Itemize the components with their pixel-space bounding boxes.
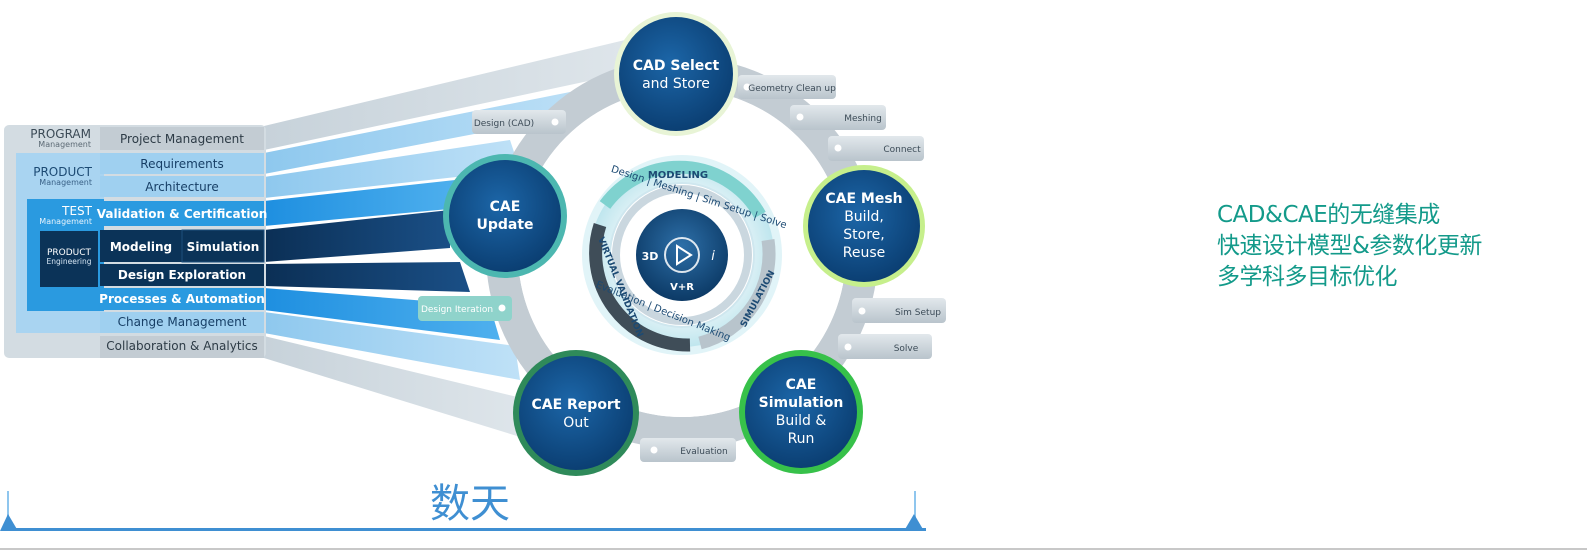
node-cae-mesh: CAE Mesh Build, Store, Reuse [803, 165, 925, 287]
tag-sim-setup: Sim Setup [895, 308, 941, 318]
timeline [0, 491, 926, 531]
row-validation: Validation & Certification [97, 207, 268, 221]
group-program-sub: Management [38, 140, 91, 149]
row-collaboration: Collaboration & Analytics [106, 339, 257, 353]
label-modeling: MODELING [648, 170, 708, 181]
timeline-label: 数天 [430, 481, 510, 527]
row-processes: Processes & Automation [99, 292, 265, 306]
node-update-line2: Update [476, 217, 533, 233]
row-requirements: Requirements [140, 157, 223, 171]
logo-vr: V+R [670, 282, 694, 293]
logo-disc [636, 209, 728, 301]
play-icon [676, 244, 693, 266]
fan-bands [264, 40, 640, 440]
node-sim-line4: Run [788, 431, 815, 447]
node-mesh-line3: Store, [843, 227, 884, 243]
tag-meshing: Meshing [844, 114, 882, 124]
feature-notes: CAD&CAE的无缝集成 快速设计模型&参数化更新 多学科多目标优化 [1217, 200, 1482, 293]
group-test-sub: Management [39, 217, 92, 226]
center-wheel [582, 155, 782, 355]
tag-geometry-cleanup: Geometry Clean up [748, 84, 836, 94]
row-simulation: Simulation [187, 240, 260, 254]
row-change-management: Change Management [118, 315, 247, 329]
row-modeling: Modeling [110, 240, 172, 254]
note-optimization: 多学科多目标优化 [1217, 264, 1397, 290]
process-tags: Design (CAD) Geometry Clean up Meshing C… [418, 75, 946, 462]
tag-connect: Connect [883, 145, 921, 155]
group-product-title: PRODUCT [33, 165, 92, 179]
tag-solve: Solve [894, 344, 919, 354]
row-architecture: Architecture [145, 180, 218, 194]
logo-i: i [711, 249, 715, 264]
timeline-end-marker [904, 514, 924, 531]
node-cad-line1: CAD Select [633, 58, 720, 74]
group-engineering-sub: Engineering [47, 257, 92, 266]
note-parametric-update: 快速设计模型&参数化更新 [1217, 233, 1482, 259]
group-program-title: PROGRAM [30, 127, 91, 141]
node-sim-line1: CAE [786, 377, 817, 393]
bottom-divider [0, 548, 1587, 550]
logo-3d: 3D [642, 250, 659, 263]
node-mesh-line2: Build, [844, 209, 884, 225]
tag-evaluation: Evaluation [680, 447, 728, 457]
node-mesh-line4: Reuse [843, 245, 886, 261]
tag-design-iteration: Design Iteration [421, 305, 493, 315]
tag-design-cad: Design (CAD) [474, 119, 534, 129]
node-mesh-line1: CAE Mesh [825, 191, 902, 207]
node-update-line1: CAE [490, 199, 521, 215]
node-sim-line3: Build & [776, 413, 827, 429]
group-engineering-title: PRODUCT [47, 248, 92, 258]
node-report-line1: CAE Report [531, 397, 620, 413]
node-cad-line2: and Store [642, 76, 710, 92]
row-project-management: Project Management [120, 132, 244, 146]
left-table [4, 125, 266, 358]
group-test-title: TEST [61, 204, 93, 218]
note-integration: CAD&CAE的无缝集成 [1217, 202, 1440, 228]
node-cad-select: CAD Select and Store [614, 12, 738, 136]
row-design-exploration: Design Exploration [118, 268, 246, 282]
node-report-line2: Out [563, 415, 589, 431]
node-cae-update: CAE Update [443, 154, 567, 278]
node-cae-report: CAE Report Out [513, 350, 639, 476]
timeline-start-marker [0, 514, 18, 531]
node-sim-line2: Simulation [759, 395, 844, 411]
node-cae-simulation: CAE Simulation Build & Run [739, 350, 863, 474]
group-product-sub: Management [39, 178, 92, 187]
